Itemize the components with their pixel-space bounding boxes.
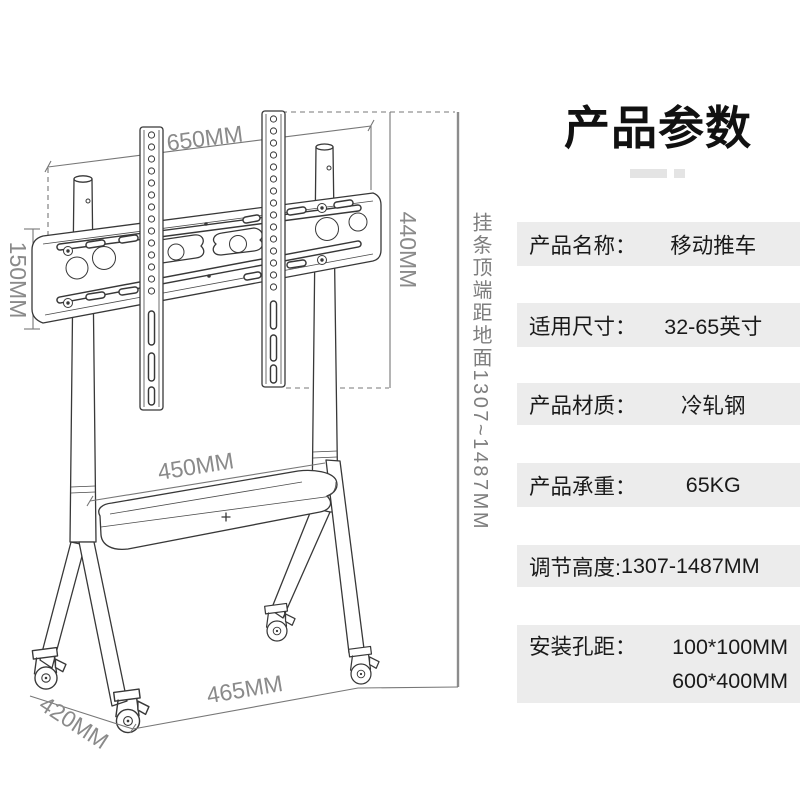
spec-value-2: 600*400MM bbox=[672, 669, 788, 693]
spec-row-height-adjust: 调节高度: 1307-1487MM bbox=[517, 545, 800, 587]
dim-base-width-label: 465MM bbox=[205, 670, 285, 708]
spec-label: 调节高度: bbox=[529, 555, 621, 580]
left-rail bbox=[139, 126, 164, 411]
mount-plate bbox=[31, 192, 382, 324]
spec-row-product-name: 产品名称： 移动推车 bbox=[517, 222, 800, 266]
spec-value: 冷轧钢 bbox=[681, 393, 746, 418]
height-range-note: 挂条顶端距地面1307~1487MM bbox=[469, 212, 491, 531]
spec-label: 适用尺寸： bbox=[529, 314, 637, 339]
screw-heads bbox=[63, 203, 327, 308]
dim-top-width-label: 650MM bbox=[165, 120, 244, 155]
caster-front-left bbox=[112, 688, 150, 734]
base-dimension-lines bbox=[29, 462, 459, 734]
caster-rear-left bbox=[31, 646, 67, 690]
spec-value: 32-65英寸 bbox=[664, 314, 763, 339]
caster-rear-right bbox=[264, 602, 296, 642]
dim-bar-length-label: 440MM bbox=[395, 212, 421, 289]
caster-front-right bbox=[348, 645, 380, 685]
dim-base-depth-label: 420MM bbox=[35, 691, 113, 755]
dimension-lines bbox=[24, 111, 460, 687]
tv-cart-diagram: 650MM 150MM 440MM 450MM 465MM 420MM bbox=[5, 110, 460, 755]
spec-label: 产品名称： bbox=[529, 233, 637, 258]
spec-label: 产品承重： bbox=[529, 474, 637, 499]
spec-label: 安装孔距： bbox=[529, 635, 637, 659]
spec-values: 100*100MM 600*400MM bbox=[637, 630, 790, 698]
dim-plate-height-label: 150MM bbox=[5, 242, 31, 319]
shelf-tray bbox=[98, 469, 338, 551]
spec-row-mount-holes: 安装孔距： 100*100MM 600*400MM bbox=[517, 625, 800, 703]
spec-label: 产品材质： bbox=[529, 393, 637, 418]
spec-value: 1307-1487MM bbox=[620, 553, 760, 578]
underline-dash bbox=[630, 169, 667, 178]
vesa-rails bbox=[139, 110, 286, 411]
spec-value: 100*100MM bbox=[672, 635, 788, 659]
right-rail bbox=[261, 110, 286, 388]
page-title: 产品参数 bbox=[564, 102, 752, 154]
underline-square bbox=[674, 169, 685, 178]
cart-legs bbox=[39, 459, 365, 707]
spec-value: 65KG bbox=[685, 472, 741, 497]
spec-row-screen-size: 适用尺寸： 32-65英寸 bbox=[517, 303, 800, 347]
spec-row-load-capacity: 产品承重： 65KG bbox=[517, 463, 800, 507]
spec-row-material: 产品材质： 冷轧钢 bbox=[517, 383, 800, 425]
title-underline bbox=[630, 169, 685, 178]
spec-value: 移动推车 bbox=[670, 233, 757, 258]
